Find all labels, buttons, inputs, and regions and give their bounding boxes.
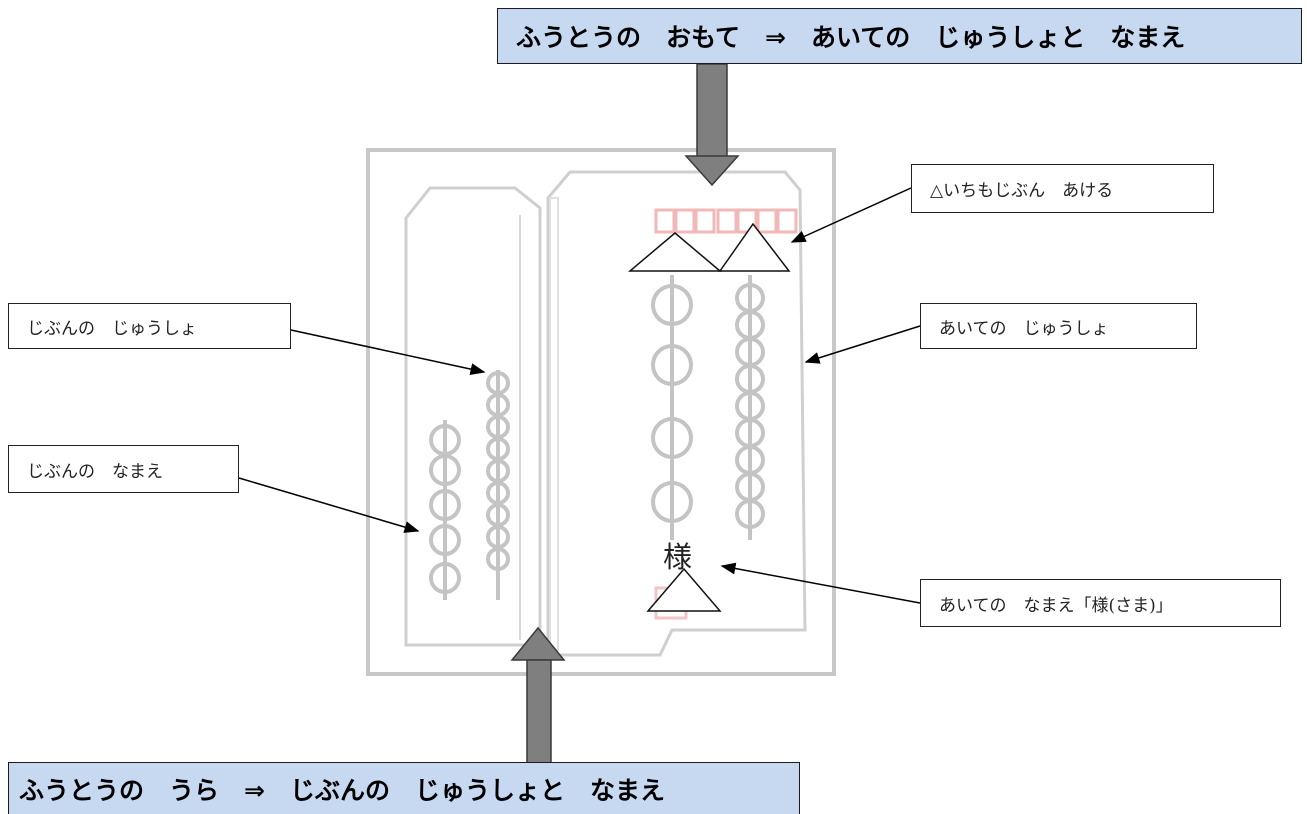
callout-triangle-note: △いちもじぶん あける <box>911 164 1214 213</box>
recipient-address-placeholder <box>737 275 763 540</box>
callout-recipient-address-text: あいての じゅうしょ <box>939 314 1109 339</box>
envelope-front-seam <box>550 198 558 650</box>
callout-sender-name: じぶんの なまえ <box>8 445 239 493</box>
callout-sender-address: じぶんの じゅうしょ <box>8 303 291 349</box>
triangle-marker <box>630 233 720 271</box>
back-arrow <box>512 628 564 764</box>
callout-sender-name-text: じぶんの なまえ <box>27 457 163 482</box>
callout-sender-address-text: じぶんの じゅうしょ <box>27 314 197 339</box>
callout-recipient-name: あいての なまえ「様(さま)」 <box>920 579 1281 627</box>
pointer-sender-name <box>239 478 418 531</box>
pointer-sender-address <box>291 330 484 372</box>
pointer-recipient-name <box>722 566 920 603</box>
callout-pointers <box>239 188 920 603</box>
front-banner: ふうとうの おもて ⇒ あいての じゅうしょと なまえ <box>497 8 1302 64</box>
callout-triangle-note-text: △いちもじぶん あける <box>930 176 1113 201</box>
spacing-triangles <box>630 224 789 611</box>
back-banner: ふうとうの うら ⇒ じぶんの じゅうしょと なまえ <box>8 762 800 814</box>
postal-code-boxes <box>656 210 796 232</box>
envelope-outer-frame <box>368 150 834 674</box>
callout-recipient-name-text: あいての なまえ「様(さま)」 <box>939 591 1173 616</box>
front-banner-text: ふうとうの おもて ⇒ あいての じゅうしょと なまえ <box>516 18 1185 54</box>
pointer-triangle-note <box>792 188 911 242</box>
front-arrow <box>686 64 738 185</box>
back-banner-text: ふうとうの うら ⇒ じぶんの じゅうしょと なまえ <box>19 771 665 807</box>
sender-name-placeholder <box>431 420 459 600</box>
honorific-sama: 様 <box>663 534 692 576</box>
sender-address-placeholder <box>488 370 508 600</box>
pointer-recipient-address <box>806 326 920 362</box>
callout-recipient-address: あいての じゅうしょ <box>920 303 1197 349</box>
recipient-name-placeholder <box>653 275 691 540</box>
